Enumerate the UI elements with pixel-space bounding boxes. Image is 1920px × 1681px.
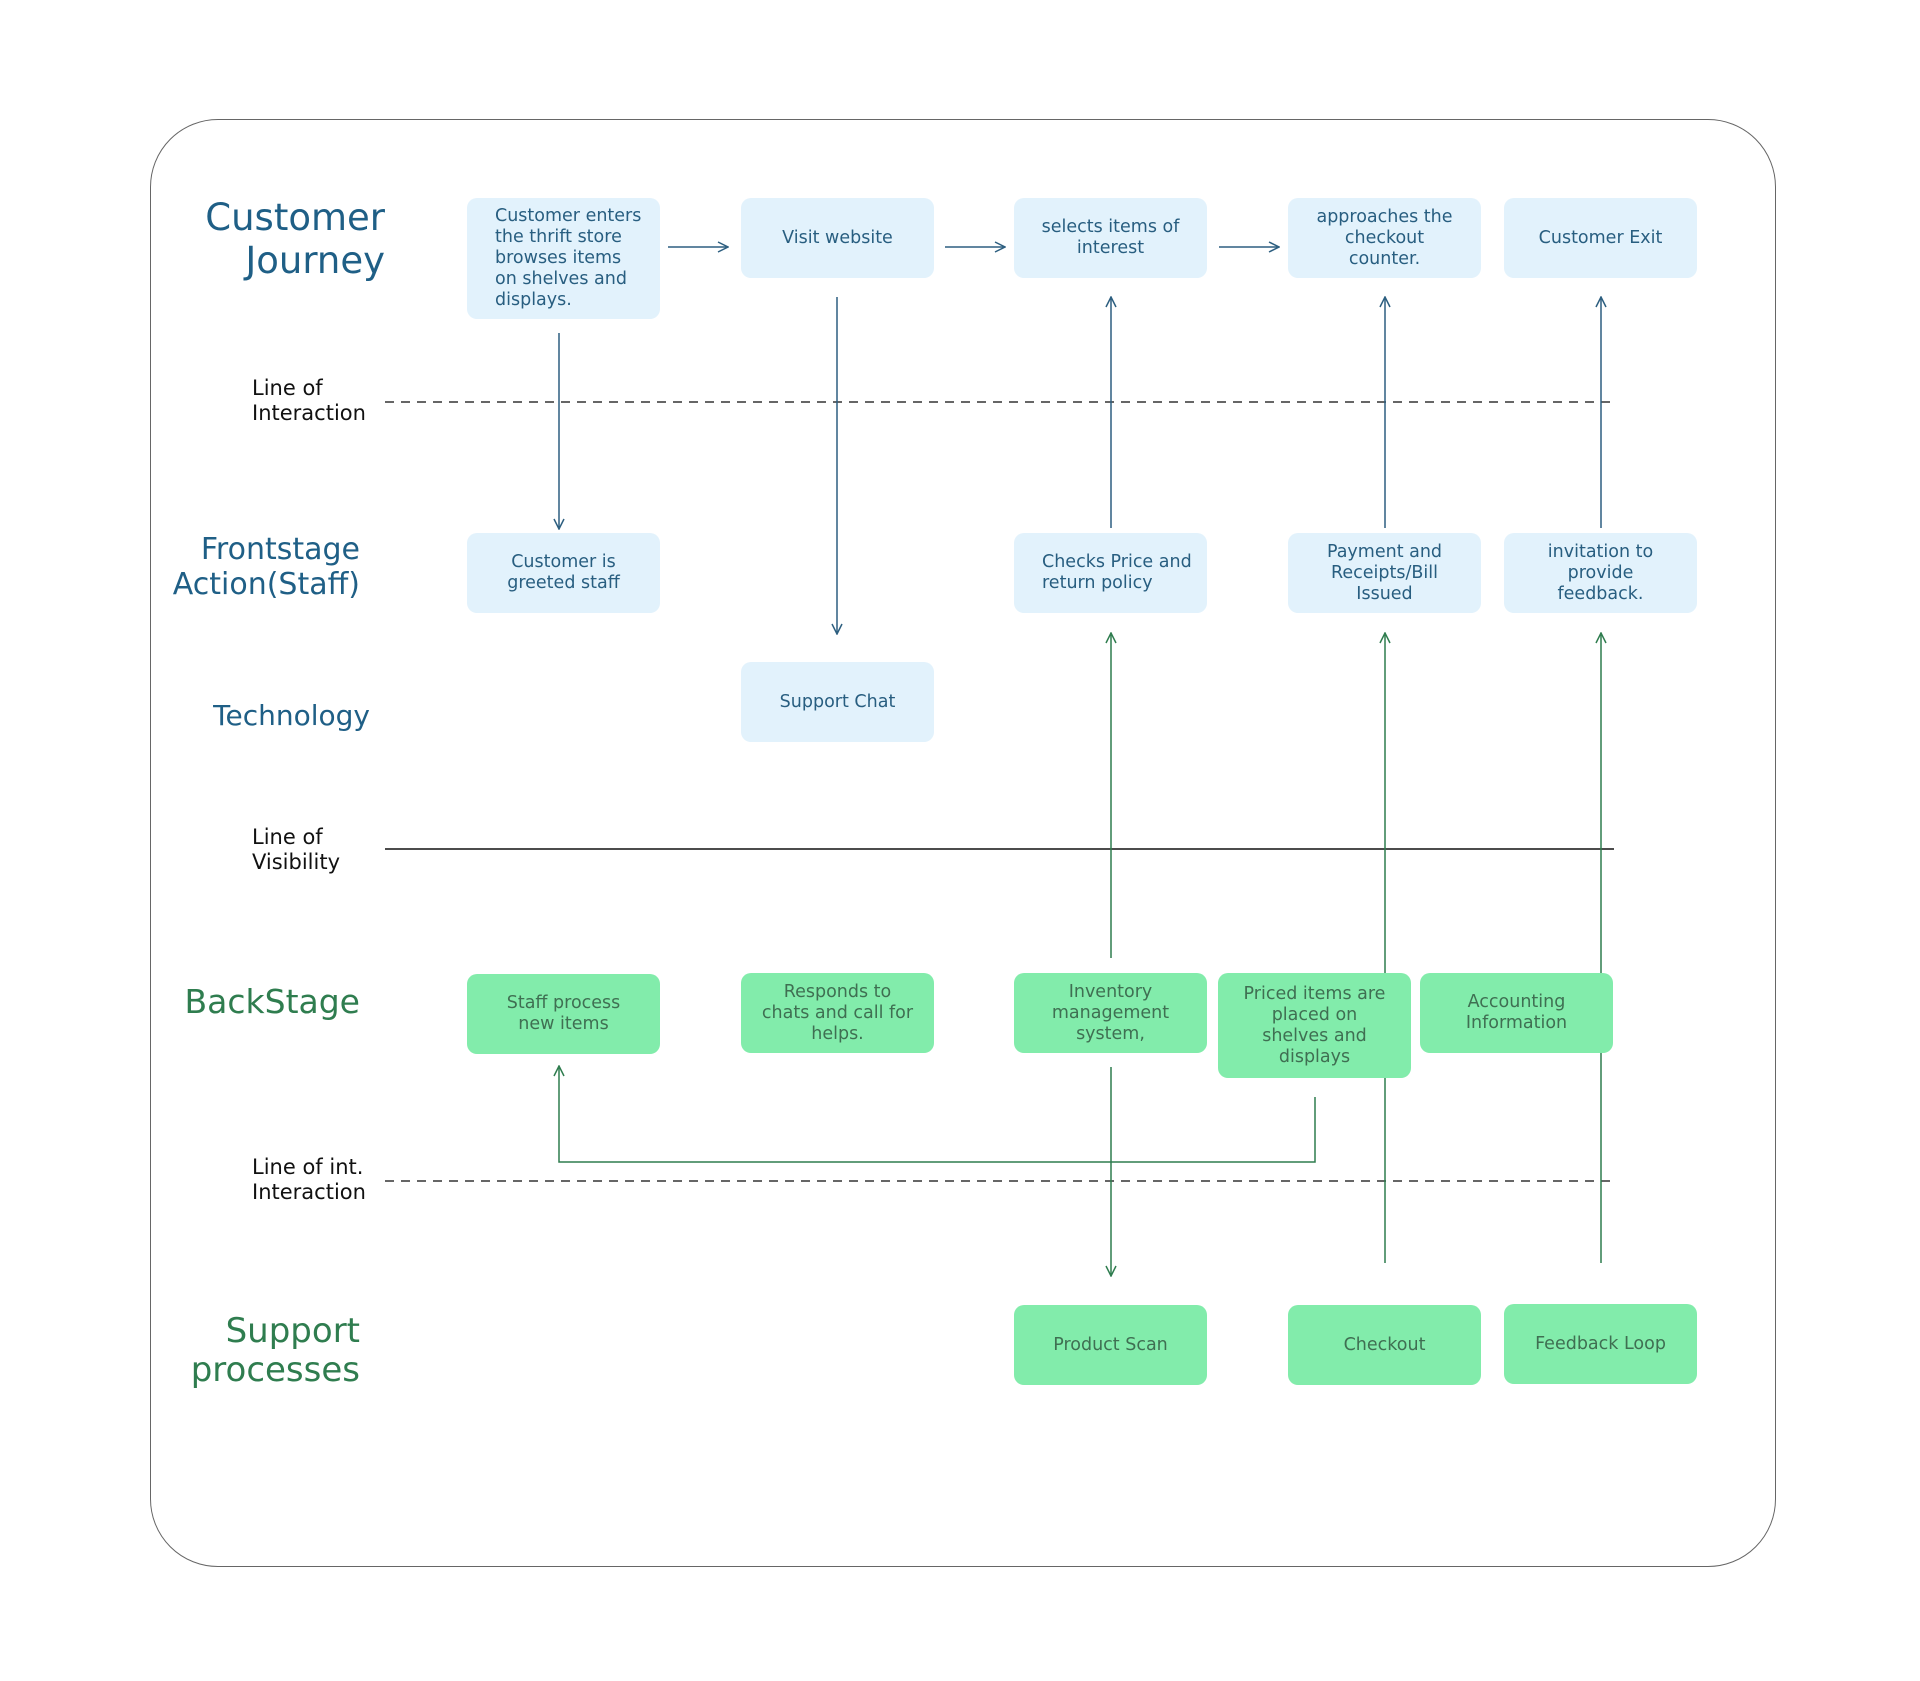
lane-frontstage: Frontstage Action(Staff) bbox=[172, 532, 360, 602]
step-customer-enters: Customer enters the thrift store browses… bbox=[467, 198, 660, 319]
lane-support-processes: Support processes bbox=[190, 1311, 360, 1391]
step-checks-price: Checks Price and return policy bbox=[1014, 533, 1207, 613]
lane-technology: Technology bbox=[213, 699, 370, 732]
step-invitation-feedback: invitation to provide feedback. bbox=[1504, 533, 1697, 613]
step-product-scan: Product Scan bbox=[1014, 1305, 1207, 1385]
step-visit-website: Visit website bbox=[741, 198, 934, 278]
label-line-of-visibility: Line of Visibility bbox=[252, 825, 341, 875]
step-responds-chats: Responds to chats and call for helps. bbox=[741, 973, 934, 1053]
lane-customer-journey: Customer Journey bbox=[205, 196, 385, 282]
lane-backstage: BackStage bbox=[184, 982, 360, 1021]
step-inventory-management: Inventory management system, bbox=[1014, 973, 1207, 1053]
step-accounting-information: Accounting Information bbox=[1420, 973, 1613, 1053]
arrow-priced-items-to-staff-process bbox=[559, 1066, 1316, 1163]
step-staff-process: Staff process new items bbox=[467, 974, 660, 1054]
step-feedback-loop: Feedback Loop bbox=[1504, 1304, 1697, 1384]
step-customer-exit: Customer Exit bbox=[1504, 198, 1697, 278]
blueprint-frame bbox=[150, 119, 1776, 1567]
step-support-chat: Support Chat bbox=[741, 662, 934, 742]
step-select-items: selects items of interest bbox=[1014, 198, 1207, 278]
step-customer-greeted: Customer is greeted staff bbox=[467, 533, 660, 613]
step-payment-receipts: Payment and Receipts/Bill Issued bbox=[1288, 533, 1481, 613]
label-line-of-interaction: Line of Interaction bbox=[252, 376, 366, 426]
step-priced-items: Priced items are placed on shelves and d… bbox=[1218, 973, 1411, 1078]
step-checkout: Checkout bbox=[1288, 1305, 1481, 1385]
step-approach-checkout: approaches the checkout counter. bbox=[1288, 198, 1481, 278]
label-line-of-internal-interaction: Line of int. Interaction bbox=[252, 1155, 366, 1205]
